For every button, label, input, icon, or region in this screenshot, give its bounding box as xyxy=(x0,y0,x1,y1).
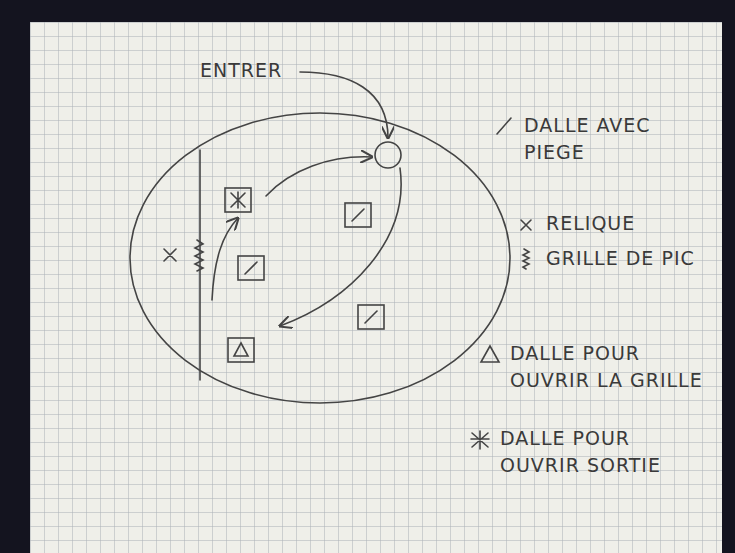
wall xyxy=(199,150,201,380)
label: ENTRER xyxy=(200,58,282,84)
legend-text: DALLE POUR OUVRIR LA GRILLE xyxy=(510,340,716,393)
path-arrow xyxy=(266,157,372,196)
relic-mark xyxy=(164,249,176,261)
legend-symbol xyxy=(514,212,538,236)
trap-tile xyxy=(238,256,264,280)
spike-grill xyxy=(195,240,203,271)
grid xyxy=(30,22,722,553)
legend-symbol xyxy=(492,114,516,138)
trap-tile xyxy=(358,305,384,329)
legend-text: RELIQUE xyxy=(546,210,716,237)
path-arrow xyxy=(280,168,401,326)
legend-entry: DALLE POUR OUVRIR SORTIE xyxy=(468,425,718,478)
grill-tile xyxy=(228,338,254,362)
legend-entry: DALLE AVEC PIEGE xyxy=(492,112,718,165)
legend-entry: GRILLE DE PIC xyxy=(514,245,718,272)
paper xyxy=(30,22,722,553)
path-arrow xyxy=(212,218,238,300)
entry-arrow xyxy=(300,72,388,138)
legend-entry: RELIQUE xyxy=(514,210,718,237)
entrance xyxy=(375,142,401,168)
room-outline xyxy=(130,113,510,403)
trap-tile xyxy=(345,203,371,227)
legend-symbol xyxy=(468,427,492,451)
legend-text: DALLE AVEC PIEGE xyxy=(524,112,716,165)
legend-symbol xyxy=(478,342,502,366)
legend-symbol xyxy=(514,247,538,271)
legend-text: GRILLE DE PIC xyxy=(546,245,716,272)
exit-tile xyxy=(225,188,251,212)
legend-entry: DALLE POUR OUVRIR LA GRILLE xyxy=(478,340,718,393)
legend-text: DALLE POUR OUVRIR SORTIE xyxy=(500,425,716,478)
